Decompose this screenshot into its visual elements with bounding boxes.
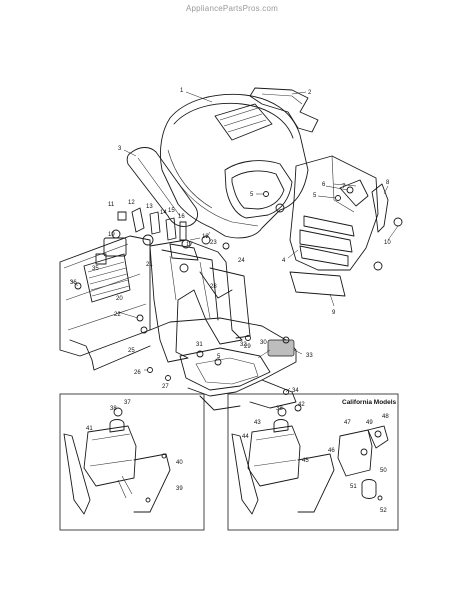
callout-label: 50 <box>380 468 387 474</box>
callout-label: 12 <box>128 200 135 206</box>
leader-lines <box>69 91 399 393</box>
fuel-tank-right-part <box>231 404 389 515</box>
callout-label: 22 <box>114 312 121 318</box>
california-models-title: California Models <box>342 399 397 406</box>
callout-label: 25 <box>128 348 135 354</box>
callout-label: 21 <box>146 262 153 268</box>
callout-label: 7 <box>342 184 346 190</box>
callout-label: 19 <box>108 232 115 238</box>
callout-label: 23 <box>210 240 217 246</box>
callout-label: 5 <box>217 354 221 360</box>
inset-box-right <box>227 393 399 531</box>
callout-label: 5 <box>250 192 254 198</box>
callout-label: 11 <box>108 202 115 208</box>
callout-label: 39 <box>176 486 183 492</box>
callout-label: 10 <box>384 240 391 246</box>
callout-label: 51 <box>350 484 357 490</box>
callout-label: 36 <box>70 280 77 286</box>
callout-label: 38 <box>110 406 117 412</box>
callout-label: 34 <box>292 388 299 394</box>
callout-label: 24 <box>238 258 245 264</box>
dash-tower-part <box>149 239 251 363</box>
callout-label: 30 <box>260 340 267 346</box>
callout-label: 27 <box>162 384 169 390</box>
callout-label: 26 <box>134 370 141 376</box>
callout-label: 49 <box>366 420 373 426</box>
callout-label: 16 <box>178 214 185 220</box>
callout-label: 33 <box>306 353 313 359</box>
callout-label: 29 <box>244 344 251 350</box>
inset-box-left <box>59 393 205 531</box>
callout-label: 1 <box>180 88 184 94</box>
callout-label: 46 <box>328 448 335 454</box>
callout-label: 52 <box>380 508 387 514</box>
callout-label: 35 <box>92 266 99 272</box>
callout-label: 13 <box>146 204 153 210</box>
callout-label: 37 <box>124 400 131 406</box>
bottom-plate-part <box>289 271 346 297</box>
fastener-part <box>393 217 403 227</box>
callout-label: 20 <box>116 296 123 302</box>
callout-label: 40 <box>176 460 183 466</box>
callout-label: 48 <box>382 414 389 420</box>
knob-part <box>373 261 383 271</box>
callout-label: 8 <box>386 180 390 186</box>
fuel-tank-left-part <box>63 407 171 515</box>
callout-label: 38 <box>276 406 283 412</box>
side-bracket-part <box>371 183 389 233</box>
callout-label: 14 <box>160 210 167 216</box>
callout-label: 43 <box>254 420 261 426</box>
lens-bar-part <box>126 147 199 227</box>
callout-label: 18 <box>202 234 209 240</box>
chassis-frame-part <box>59 235 297 411</box>
callout-label: 4 <box>282 258 286 264</box>
callout-label: 9 <box>332 310 336 316</box>
callout-label: 47 <box>344 420 351 426</box>
callout-label: 28 <box>210 284 217 290</box>
callout-label: 41 <box>86 426 93 432</box>
callout-label: 44 <box>242 434 249 440</box>
callout-labels: 1 2 3 4 5 5 5 6 7 8 9 10 11 12 13 14 15 … <box>70 88 391 514</box>
front-grille-part <box>289 155 379 271</box>
callout-label: 15 <box>168 208 175 214</box>
callout-label: 42 <box>298 402 305 408</box>
callout-label: 2 <box>308 90 312 96</box>
frame-small-parts <box>136 314 290 395</box>
callout-label: 32 <box>240 342 247 348</box>
dash-small-parts <box>117 186 354 273</box>
watermark-text: AppliancePartsPros.com <box>186 4 278 13</box>
top-panel-part <box>249 87 319 133</box>
callout-label: 31 <box>196 342 203 348</box>
callout-label: 6 <box>322 182 326 188</box>
callout-label: 3 <box>118 146 122 152</box>
callout-label: 45 <box>302 458 309 464</box>
callout-label: 17 <box>186 242 193 248</box>
callout-label: 5 <box>313 193 317 199</box>
battery-area-part <box>74 229 131 303</box>
